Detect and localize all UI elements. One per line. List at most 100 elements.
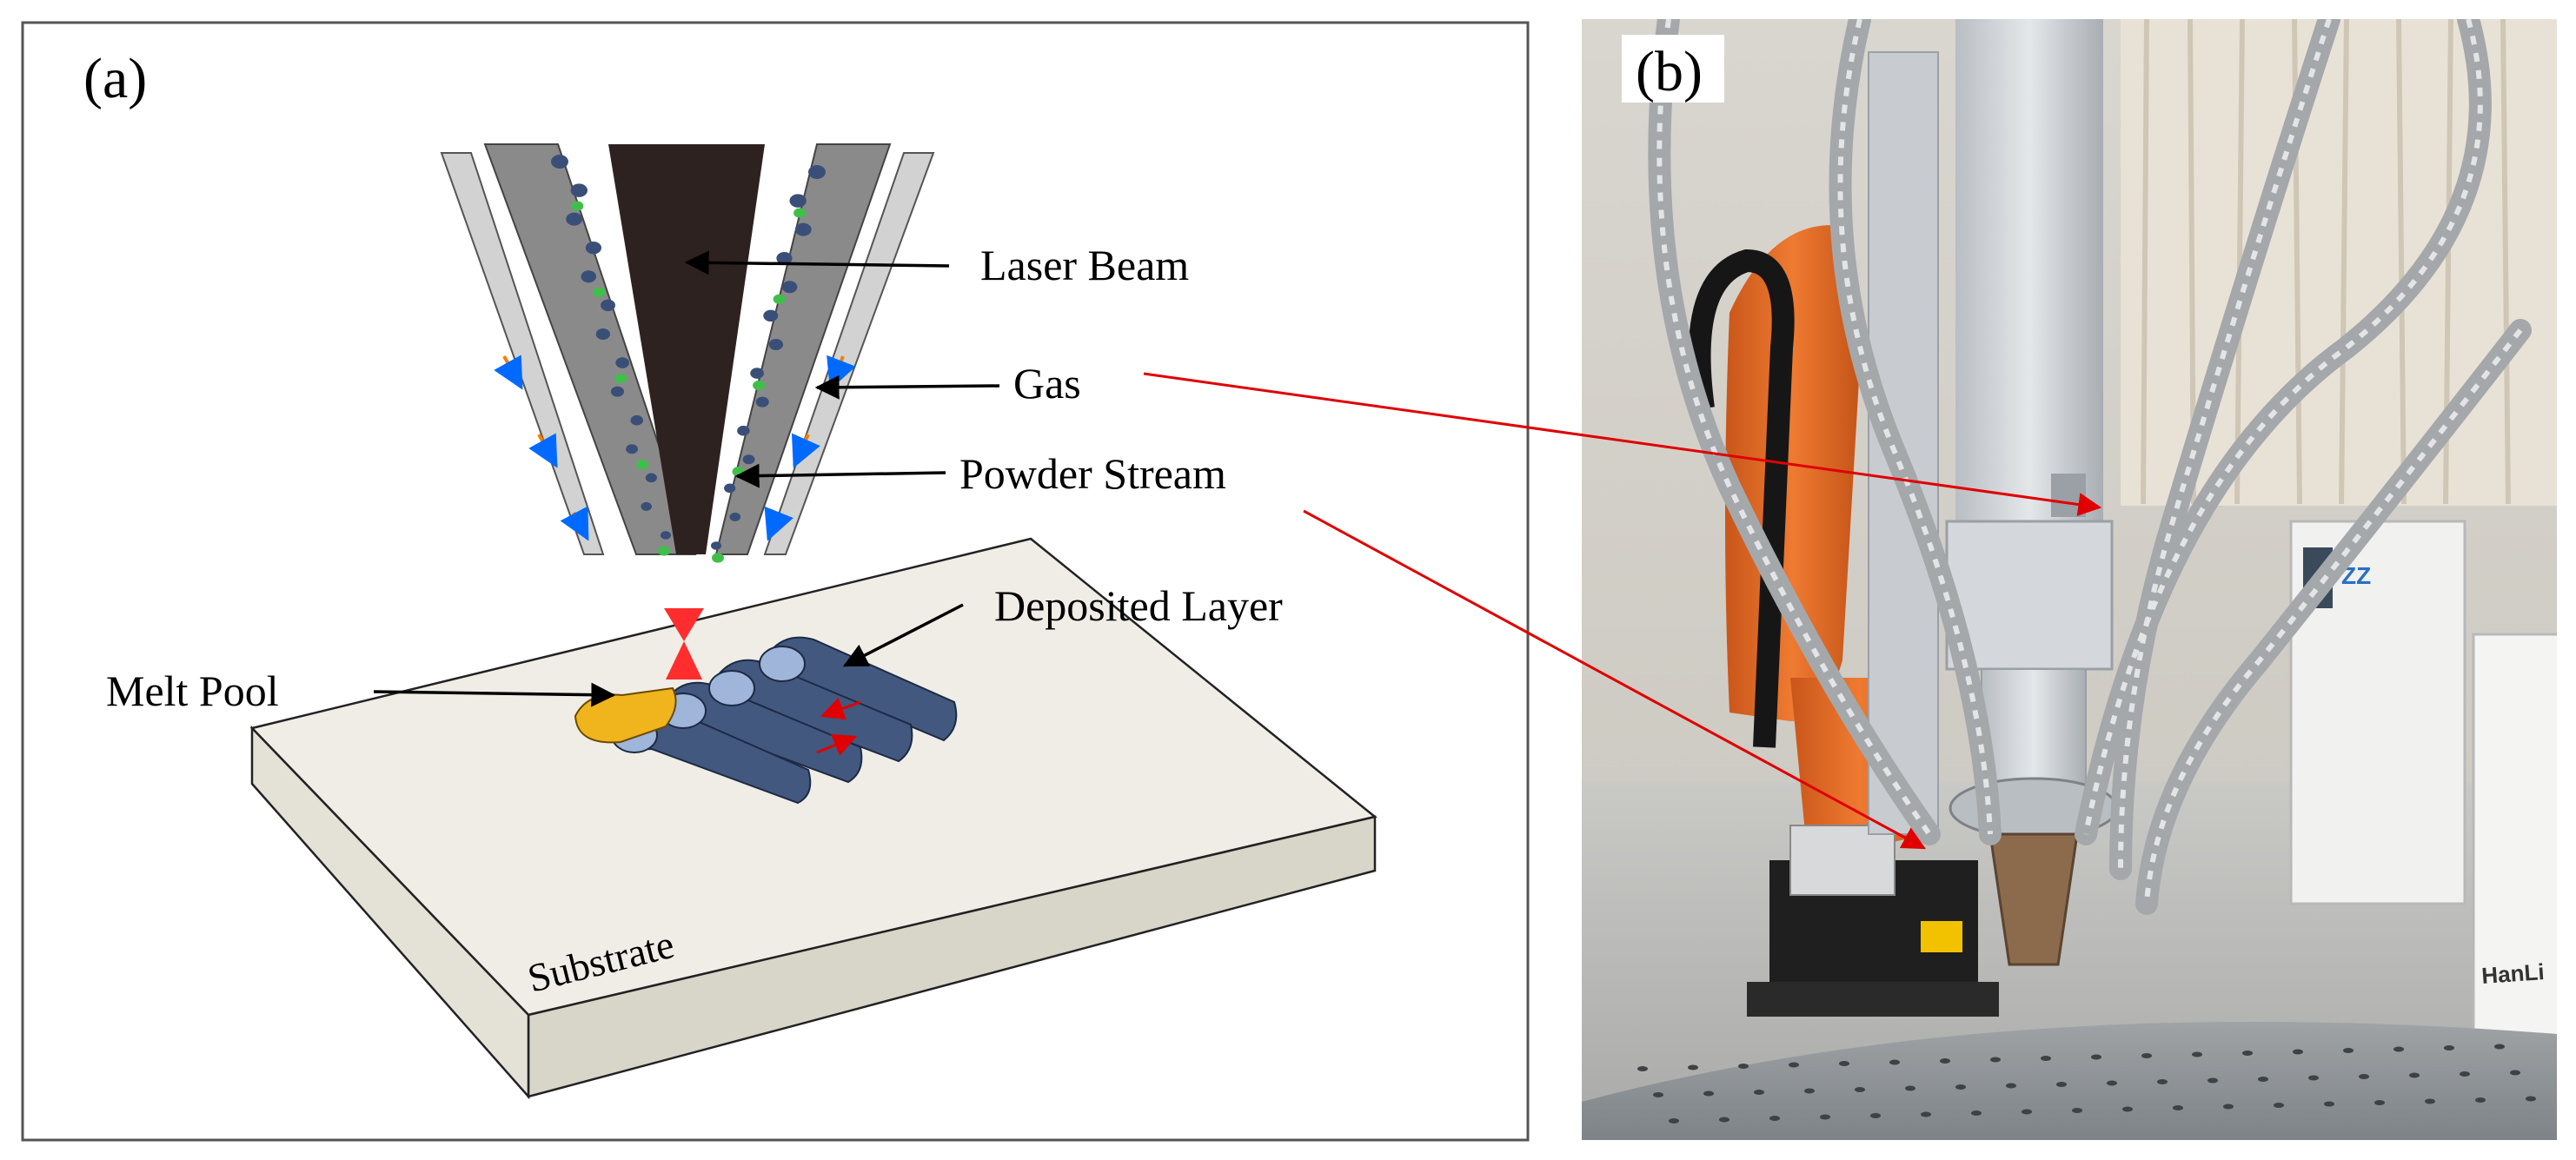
- gas-flow-arrow: [494, 355, 523, 390]
- powder-particle: [712, 553, 724, 563]
- table-hole: [1921, 1111, 1931, 1117]
- table-hole: [2409, 1072, 2420, 1078]
- work-table: [1582, 1021, 2557, 1140]
- table-hole: [2293, 1049, 2303, 1055]
- table-hole: [2208, 1077, 2218, 1084]
- gas-flow-arrow: [560, 506, 589, 541]
- powder-particle: [615, 357, 630, 368]
- head-column: [1955, 19, 2103, 558]
- table-hole: [1804, 1088, 1815, 1094]
- laser-beam: [608, 144, 765, 554]
- robot-wrist: [1789, 825, 1895, 896]
- powder-particle: [808, 165, 826, 179]
- table-hole: [1971, 1110, 1982, 1116]
- table-hole: [1688, 1064, 1698, 1071]
- nozzle-inner-wall-right: [714, 143, 892, 555]
- table-hole: [2324, 1101, 2334, 1107]
- gas-callout-line: [1143, 372, 2102, 516]
- robot-base-plate: [1747, 982, 1999, 1017]
- table-hole: [1870, 1113, 1881, 1118]
- table-hole: [2444, 1045, 2454, 1051]
- powder-particle: [750, 368, 764, 379]
- cabinet-brand: HanLi: [2480, 958, 2545, 989]
- powder-particle: [789, 194, 807, 208]
- table-hole: [2056, 1082, 2067, 1087]
- table-hole: [2223, 1104, 2234, 1110]
- powder-hoses-highlight: [1656, 19, 2523, 905]
- melt-pool-label: Melt Pool: [106, 666, 279, 715]
- table-hole: [1990, 1057, 2001, 1063]
- powder-particle: [658, 546, 670, 556]
- head-connector: [2051, 474, 2086, 517]
- powder-particle: [753, 380, 766, 391]
- powder-particle: [645, 473, 658, 483]
- table-hole: [2425, 1098, 2435, 1104]
- table-hole: [2359, 1074, 2369, 1079]
- laser-beam-label: Laser Beam: [980, 241, 1189, 289]
- table-hole: [2274, 1103, 2284, 1108]
- table-hole: [2141, 1053, 2152, 1058]
- powder-particle: [781, 281, 798, 294]
- scan-direction-arrow: [816, 733, 858, 756]
- table-hole: [2022, 1109, 2032, 1115]
- table-hole: [1703, 1090, 1714, 1097]
- powder-particle: [630, 414, 643, 426]
- powder-particle: [614, 373, 627, 384]
- table-hole: [1754, 1090, 1764, 1095]
- table-hole: [1653, 1092, 1663, 1097]
- nozzle: [440, 143, 935, 563]
- powder-particle: [636, 460, 649, 470]
- deposited-layer-pointer: [842, 603, 964, 667]
- gas-flow-arrow: [528, 433, 558, 468]
- powder-particle: [729, 512, 741, 521]
- table-hole: [2258, 1077, 2268, 1082]
- powder-particle: [585, 241, 602, 255]
- powder-stream: [551, 155, 826, 563]
- table-hole: [1820, 1114, 1830, 1120]
- powder-particle: [571, 201, 584, 211]
- table-hole: [1789, 1062, 1799, 1068]
- powder-particle: [763, 309, 779, 322]
- gas-flow-arrow: [764, 506, 793, 541]
- powder-particle: [755, 396, 769, 408]
- powder-particle: [773, 294, 786, 304]
- table-hole: [2107, 1080, 2117, 1086]
- deposit-end-cap: [759, 646, 806, 682]
- deposit-end-cap: [708, 670, 755, 706]
- laser-focus-marker: [664, 608, 704, 641]
- table-hole: [2173, 1105, 2183, 1110]
- table-hole: [1637, 1066, 1648, 1071]
- powder-particle: [581, 270, 596, 283]
- table-hole: [2460, 1071, 2470, 1077]
- table-hole: [2374, 1100, 2385, 1105]
- powder-particle: [776, 251, 793, 265]
- powder-particle: [566, 212, 582, 226]
- robot-base-label: [1921, 921, 1962, 952]
- robot-arm: [1725, 225, 1860, 722]
- gas-label: Gas: [1013, 359, 1081, 408]
- panel-b-photo: ZZ HanLi: [1582, 19, 2557, 1140]
- table-hole: [2494, 1044, 2505, 1050]
- panel-a-diagram: (a) Substrate: [21, 21, 1530, 1142]
- powder-particle: [570, 183, 588, 197]
- powder-stream-label: Powder Stream: [959, 449, 1226, 498]
- laser-focus-marker: [666, 641, 702, 679]
- equipment-cabinet: [2472, 633, 2557, 1044]
- powder-particle: [601, 299, 615, 312]
- panel-b-label: (b): [1636, 40, 1703, 103]
- laser-beam-pointer: [684, 250, 950, 275]
- gas-flow-arrow: [791, 433, 820, 468]
- table-hole: [1955, 1084, 1966, 1090]
- powder-particle: [793, 208, 807, 218]
- table-hole: [2242, 1051, 2253, 1056]
- cable-loop: [1688, 249, 1795, 748]
- nozzle-outer-wall-left: [440, 152, 605, 555]
- table-hole: [1905, 1085, 1915, 1091]
- deposited-layer-label: Deposited Layer: [994, 581, 1283, 630]
- curtain: [2121, 19, 2557, 506]
- powder-particle: [794, 222, 812, 236]
- melt-pool-pointer: [373, 682, 616, 707]
- powder-particle: [595, 328, 610, 340]
- powder-particle: [737, 425, 750, 436]
